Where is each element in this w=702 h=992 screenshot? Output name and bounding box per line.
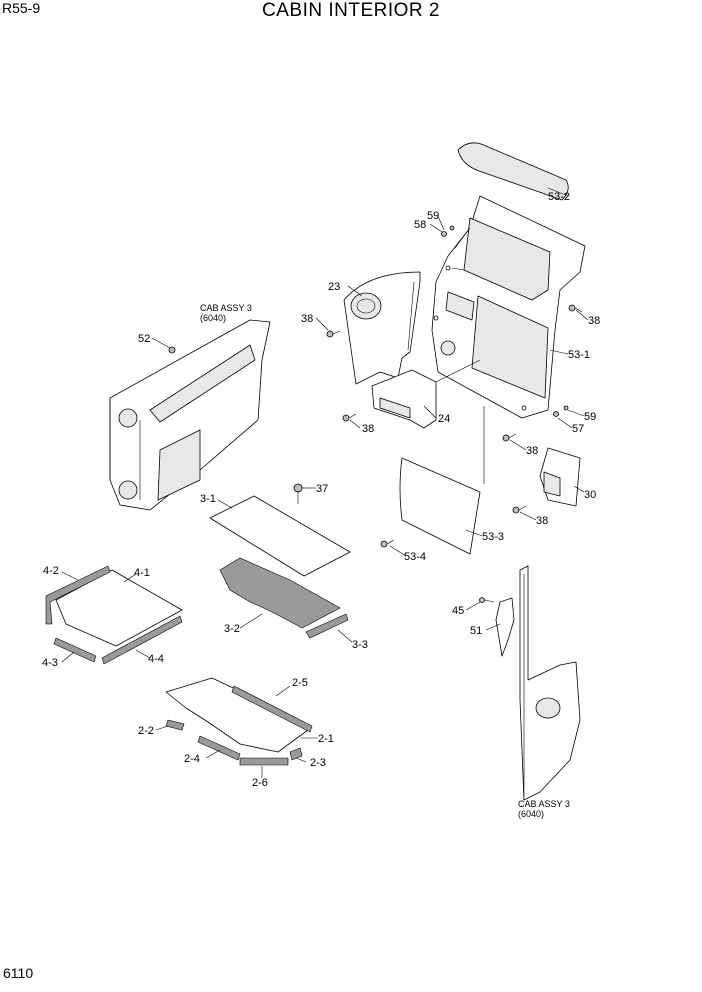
callout-53-2: 53-2 (548, 191, 570, 203)
part-4-2 (45, 565, 111, 625)
nut-icon (449, 225, 455, 231)
bolt-icon (568, 304, 583, 313)
callout-4-2: 4-2 (43, 565, 59, 577)
callout-3-2: 3-2 (224, 623, 240, 635)
nut-icon (441, 231, 447, 237)
callout-58: 58 (414, 219, 426, 231)
part-4-1 (55, 569, 183, 647)
callout-4-4: 4-4 (148, 653, 164, 665)
svg-text:(6040): (6040) (200, 313, 226, 323)
part-3-3 (305, 613, 349, 639)
part-53-1 (431, 195, 586, 419)
callout-24: 24 (438, 413, 450, 425)
part-2-6 (239, 757, 289, 766)
callout-37: 37 (316, 483, 328, 495)
svg-text:CAB ASSY 3: CAB ASSY 3 (518, 799, 570, 809)
part-4-3 (53, 637, 97, 663)
part-53-2 (457, 142, 569, 201)
callout-38: 38 (588, 315, 600, 327)
callout-3-3: 3-3 (352, 639, 368, 651)
cab-assy-left (109, 319, 271, 511)
bolt-icon (479, 597, 495, 603)
bolt-icon (342, 413, 357, 422)
part-51 (495, 597, 515, 657)
bolt-icon (380, 539, 395, 548)
callout-59: 59 (584, 411, 596, 423)
svg-text:CAB ASSY 3: CAB ASSY 3 (200, 303, 252, 313)
callout-59: 59 (427, 210, 439, 222)
callout-4-1: 4-1 (134, 567, 150, 579)
part-24 (371, 369, 437, 429)
part-4-4 (101, 615, 183, 665)
page-title: CABIN INTERIOR 2 (262, 0, 440, 21)
note-cab-assy-left: CAB ASSY 3 (6040) (200, 303, 252, 323)
part-2-2 (165, 719, 185, 731)
callout-52: 52 (138, 333, 150, 345)
callout-2-5: 2-5 (292, 677, 308, 689)
callout-3-1: 3-1 (200, 493, 216, 505)
callout-51: 51 (470, 625, 482, 637)
callout-38: 38 (301, 313, 313, 325)
bolt-icon (502, 433, 517, 442)
nut-icon (553, 411, 559, 417)
part-2-4 (197, 735, 241, 761)
model-code: R55-9 (2, 0, 41, 16)
page-number: 6110 (3, 965, 34, 981)
part-53-3 (399, 457, 481, 555)
part-23 (343, 271, 421, 385)
callout-30: 30 (584, 489, 596, 501)
part-2-5 (231, 685, 313, 733)
callout-4-3: 4-3 (42, 657, 58, 669)
callout-38: 38 (526, 445, 538, 457)
callout-2-3: 2-3 (310, 757, 326, 769)
part-3-1 (209, 495, 351, 577)
callout-labels: 53-2 59 58 23 38 38 53-1 52 24 38 59 57 … (42, 191, 600, 789)
bolt-icon (326, 330, 341, 338)
cab-assy-right (519, 565, 581, 801)
part-2-3 (289, 747, 303, 761)
callout-2-6: 2-6 (252, 777, 268, 789)
part-3-2 (219, 557, 341, 629)
svg-text:(6040): (6040) (518, 809, 544, 819)
bolt-icon (293, 483, 303, 504)
callout-38: 38 (536, 515, 548, 527)
callout-53-3: 53-3 (482, 531, 504, 543)
part-2-1 (165, 677, 309, 753)
callout-53-1: 53-1 (568, 349, 590, 361)
callout-2-4: 2-4 (184, 753, 200, 765)
nut-icon (563, 405, 569, 411)
callout-2-2: 2-2 (138, 725, 154, 737)
leader-lines (61, 187, 589, 778)
callout-53-4: 53-4 (404, 551, 426, 563)
bolt-icon (512, 505, 527, 514)
callout-2-1: 2-1 (318, 733, 334, 745)
part-30 (539, 447, 581, 507)
callout-57: 57 (572, 423, 584, 435)
callout-45: 45 (452, 605, 464, 617)
callout-23: 23 (328, 281, 340, 293)
note-cab-assy-right: CAB ASSY 3 (6040) (518, 799, 570, 819)
nut-icon (168, 346, 176, 354)
callout-38: 38 (362, 423, 374, 435)
